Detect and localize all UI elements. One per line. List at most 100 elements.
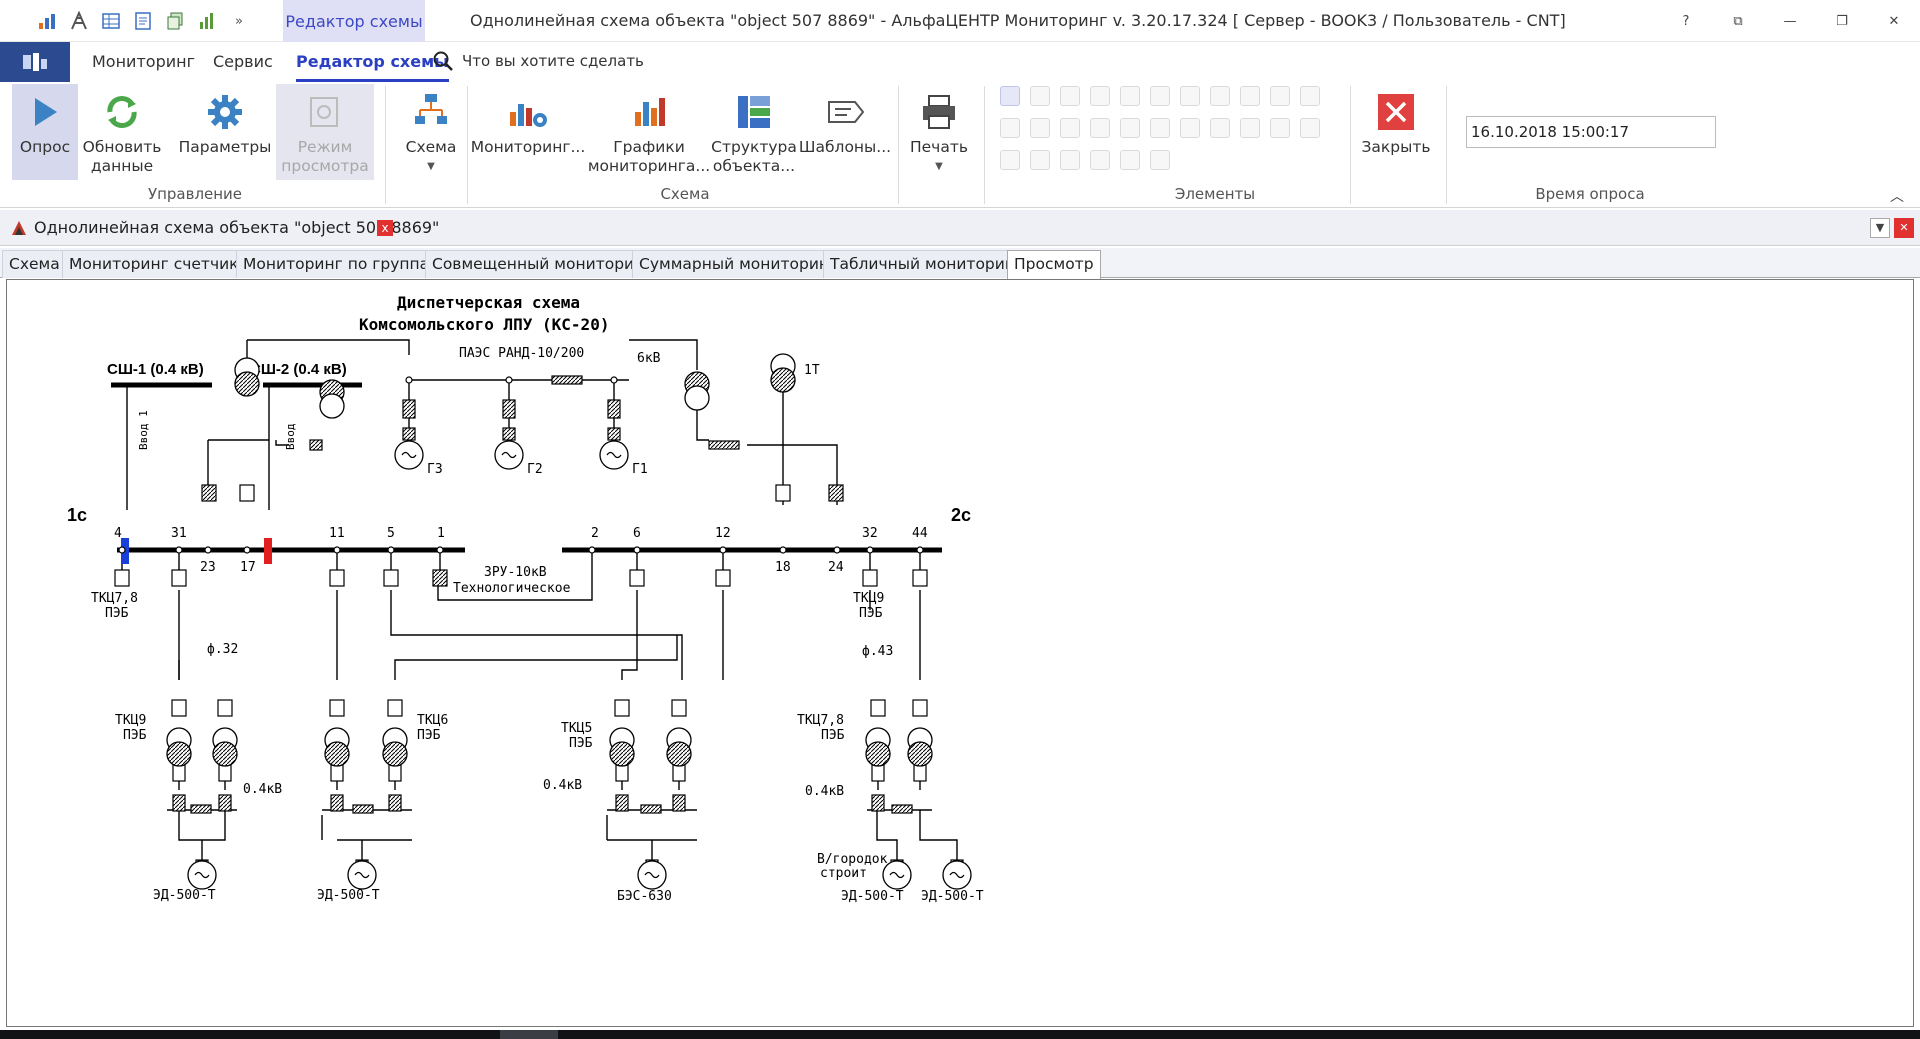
- tab-summary-monitoring[interactable]: Суммарный мониторинг: [632, 250, 845, 278]
- one-line-diagram: Диспетчерская схема Комсомольского ЛПУ (…: [67, 293, 984, 904]
- element-tool[interactable]: [1120, 150, 1140, 170]
- element-tool[interactable]: [1210, 86, 1230, 106]
- element-tool[interactable]: [1000, 86, 1020, 106]
- element-tool[interactable]: [1240, 118, 1260, 138]
- ribbon-separator: [898, 86, 899, 204]
- element-tool[interactable]: [1240, 86, 1260, 106]
- tab-combined-monitoring[interactable]: Совмещенный мониторинг: [425, 250, 660, 278]
- print-button[interactable]: Печать ▼: [906, 84, 972, 180]
- tkc78-label-left: ТКЦ7,8: [91, 591, 138, 606]
- element-tool[interactable]: [1150, 118, 1170, 138]
- tab-group-monitoring[interactable]: Мониторинг по группам: [236, 250, 448, 278]
- element-tool[interactable]: [1180, 118, 1200, 138]
- element-tool[interactable]: [1300, 118, 1320, 138]
- element-tool[interactable]: [1120, 118, 1140, 138]
- document-icon[interactable]: [132, 10, 154, 32]
- tell-me-search[interactable]: Что вы хотите сделать: [432, 50, 644, 72]
- element-tool[interactable]: [1030, 150, 1050, 170]
- minimize-button[interactable]: —: [1783, 13, 1797, 29]
- copy-icon[interactable]: [164, 10, 186, 32]
- tkc6-label: ТКЦ6: [417, 713, 448, 728]
- element-tool[interactable]: [1030, 118, 1050, 138]
- poll-time-input[interactable]: 16.10.2018 15:00:17: [1466, 116, 1716, 148]
- close-window-button[interactable]: ✕: [1888, 13, 1900, 29]
- maximize-button[interactable]: ❐: [1836, 13, 1848, 29]
- element-tool[interactable]: [1030, 86, 1050, 106]
- schema-canvas[interactable]: Диспетчерская схема Комсомольского ЛПУ (…: [6, 279, 1914, 1027]
- ribbon-separator: [467, 86, 468, 204]
- element-tool[interactable]: [1270, 118, 1290, 138]
- close-document-icon[interactable]: x: [377, 220, 393, 236]
- pylon-icon[interactable]: [68, 10, 90, 32]
- more-icon[interactable]: »: [235, 13, 243, 29]
- element-tool[interactable]: [1000, 118, 1020, 138]
- element-tool[interactable]: [1150, 150, 1170, 170]
- ed500-label-2: ЭД-500-Т: [317, 888, 380, 903]
- num-12: 12: [715, 526, 731, 541]
- help-button[interactable]: ?: [1682, 13, 1690, 29]
- table-icon[interactable]: [100, 10, 122, 32]
- chart-bars-icon[interactable]: [36, 10, 58, 32]
- poll-label: Опрос: [19, 138, 71, 156]
- tab-service[interactable]: Сервис: [213, 52, 273, 71]
- element-tool[interactable]: [1090, 118, 1110, 138]
- view-mode-button[interactable]: Режим просмотра: [276, 84, 374, 180]
- tab-schema-editor[interactable]: Редактор схемы: [296, 42, 449, 82]
- collapse-ribbon-icon[interactable]: ︿: [1890, 189, 1904, 205]
- taskbar-active-app[interactable]: [500, 1030, 558, 1039]
- element-tool[interactable]: [1210, 118, 1230, 138]
- element-tool[interactable]: [1060, 150, 1080, 170]
- ssh2-label: СШ-2 (0.4 кВ): [250, 361, 347, 378]
- printer-icon: [917, 90, 961, 134]
- vvod1-label: Ввод 1: [137, 410, 150, 450]
- parameters-button[interactable]: Параметры: [179, 84, 271, 180]
- ribbon-separator: [1350, 86, 1351, 204]
- context-tab-schema-editor: Редактор схемы: [283, 0, 425, 42]
- ribbon-separator: [1446, 86, 1447, 204]
- close-schema-button[interactable]: Закрыть: [1360, 84, 1432, 180]
- tab-schema[interactable]: Схема: [2, 250, 67, 278]
- zru-label-2: Технологическое: [453, 581, 571, 596]
- element-tool[interactable]: [1180, 86, 1200, 106]
- tab-monitoring[interactable]: Мониторинг: [92, 52, 195, 71]
- tab-preview[interactable]: Просмотр: [1007, 250, 1101, 279]
- element-tool[interactable]: [1300, 86, 1320, 106]
- element-tool[interactable]: [1090, 150, 1110, 170]
- view-tabs: Схема Мониторинг счетчиков Мониторинг по…: [0, 248, 1920, 279]
- element-tool[interactable]: [1090, 86, 1110, 106]
- close-all-icon[interactable]: ✕: [1894, 218, 1914, 238]
- bar-chart-icon[interactable]: [196, 10, 218, 32]
- kv04-label-1: 0.4кВ: [243, 782, 282, 797]
- element-tool[interactable]: [1000, 150, 1020, 170]
- structure-label-1: Структура: [711, 138, 797, 156]
- tabs-dropdown-icon[interactable]: ▼: [1870, 218, 1890, 238]
- document-tab-title[interactable]: Однолинейная схема объекта "object 507 8…: [34, 218, 440, 237]
- kv04-label-3: 0.4кВ: [805, 784, 844, 799]
- chevron-down-icon: ▼: [935, 161, 943, 172]
- title-bar: » Редактор схемы Однолинейная схема объе…: [0, 0, 1920, 42]
- elements-gallery: [1000, 86, 1326, 182]
- ribbon-display-button[interactable]: ⧉: [1733, 13, 1743, 29]
- ed500-label-4: ЭД-500-Т: [921, 889, 984, 904]
- tab-meter-monitoring[interactable]: Мониторинг счетчиков: [62, 250, 265, 278]
- monitoring-button[interactable]: Мониторинг...: [471, 84, 585, 180]
- element-tool[interactable]: [1060, 86, 1080, 106]
- element-tool[interactable]: [1060, 118, 1080, 138]
- num-18: 18: [775, 560, 791, 575]
- element-tool[interactable]: [1270, 86, 1290, 106]
- refresh-data-button[interactable]: Обновить данные: [83, 84, 161, 180]
- peb-label-tkc9: ПЭБ: [123, 728, 147, 743]
- element-tool[interactable]: [1120, 86, 1140, 106]
- poll-button[interactable]: Опрос: [12, 84, 78, 180]
- app-menu-button[interactable]: [0, 42, 70, 82]
- tkc9-label-right: ТКЦ9: [853, 591, 884, 606]
- num-17: 17: [240, 560, 256, 575]
- schema-button[interactable]: Схема ▼: [400, 84, 462, 180]
- bus2-label: 2с: [951, 505, 971, 525]
- element-tool[interactable]: [1150, 86, 1170, 106]
- templates-button[interactable]: Шаблоны...: [799, 84, 891, 180]
- tab-table-monitoring[interactable]: Табличный мониторинг: [823, 250, 1031, 278]
- object-structure-button[interactable]: Структура объекта...: [711, 84, 797, 180]
- monitoring-charts-button[interactable]: Графики мониторинга...: [588, 84, 710, 180]
- search-icon: [433, 51, 453, 71]
